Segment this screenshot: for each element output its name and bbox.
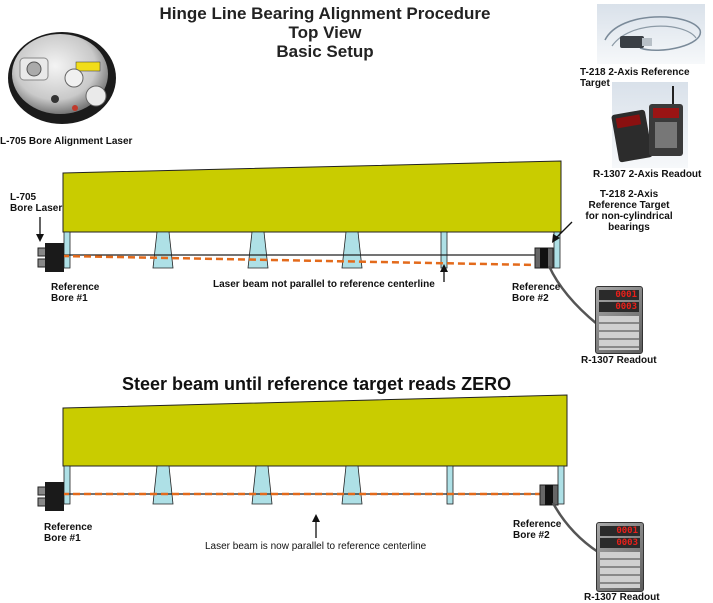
top-reference-bore-2-label: Reference Bore #2 — [512, 282, 561, 304]
bottom-reference-bore-1-label: Reference Bore #1 — [44, 522, 93, 544]
bottom-bearing-brackets — [63, 465, 565, 505]
target-photo — [597, 4, 705, 64]
bottom-readout-device: 0001 0003 — [596, 522, 644, 592]
target-label: T-218 2-Axis Reference Target for non-cy… — [585, 189, 673, 233]
top-beam-note: Laser beam not parallel to reference cen… — [213, 279, 435, 290]
top-wing — [62, 160, 562, 233]
bottom-readout-cable — [551, 502, 599, 554]
laser-label: L-705 Bore Laser — [10, 192, 63, 214]
top-readout-display-2: 0003 — [599, 302, 639, 312]
top-bearing-brackets — [63, 231, 561, 269]
top-readout-cable — [547, 265, 598, 325]
page-subtitle-view: Top View — [288, 23, 362, 42]
readout-caption: R-1307 2-Axis Readout — [593, 169, 702, 180]
bottom-reference-target — [539, 484, 559, 506]
laser-photo — [8, 24, 121, 130]
top-readout-device: 0001 0003 — [595, 286, 643, 354]
bottom-reference-bore-2-label: Reference Bore #2 — [513, 519, 562, 541]
step-heading: Steer beam until reference target reads … — [122, 374, 512, 394]
top-readout-display-1: 0001 — [599, 290, 639, 300]
readout-photo — [611, 82, 688, 168]
target-caption: T-218 2-Axis Reference Target — [580, 67, 690, 89]
top-reference-target — [534, 247, 554, 269]
top-readout-label: R-1307 Readout — [581, 355, 657, 366]
top-laser-unit — [37, 243, 64, 272]
page-title: Hinge Line Bearing Alignment Procedure — [159, 4, 491, 23]
target-pointer-arrow — [555, 221, 573, 239]
top-laser-beam — [61, 254, 539, 267]
laser-caption: L-705 Bore Alignment Laser — [0, 136, 133, 147]
bottom-readout-keypad — [600, 552, 640, 588]
bottom-readout-label: R-1307 Readout — [584, 592, 660, 603]
bottom-beam-note: Laser beam is now parallel to reference … — [205, 541, 427, 552]
bottom-readout-display-1: 0001 — [600, 526, 640, 536]
top-reference-bore-1-label: Reference Bore #1 — [51, 282, 100, 304]
top-readout-keypad — [599, 316, 639, 350]
page-subtitle-setup: Basic Setup — [276, 42, 374, 61]
bottom-readout-display-2: 0003 — [600, 538, 640, 548]
bottom-wing — [62, 394, 568, 467]
bottom-laser-unit — [37, 482, 64, 511]
